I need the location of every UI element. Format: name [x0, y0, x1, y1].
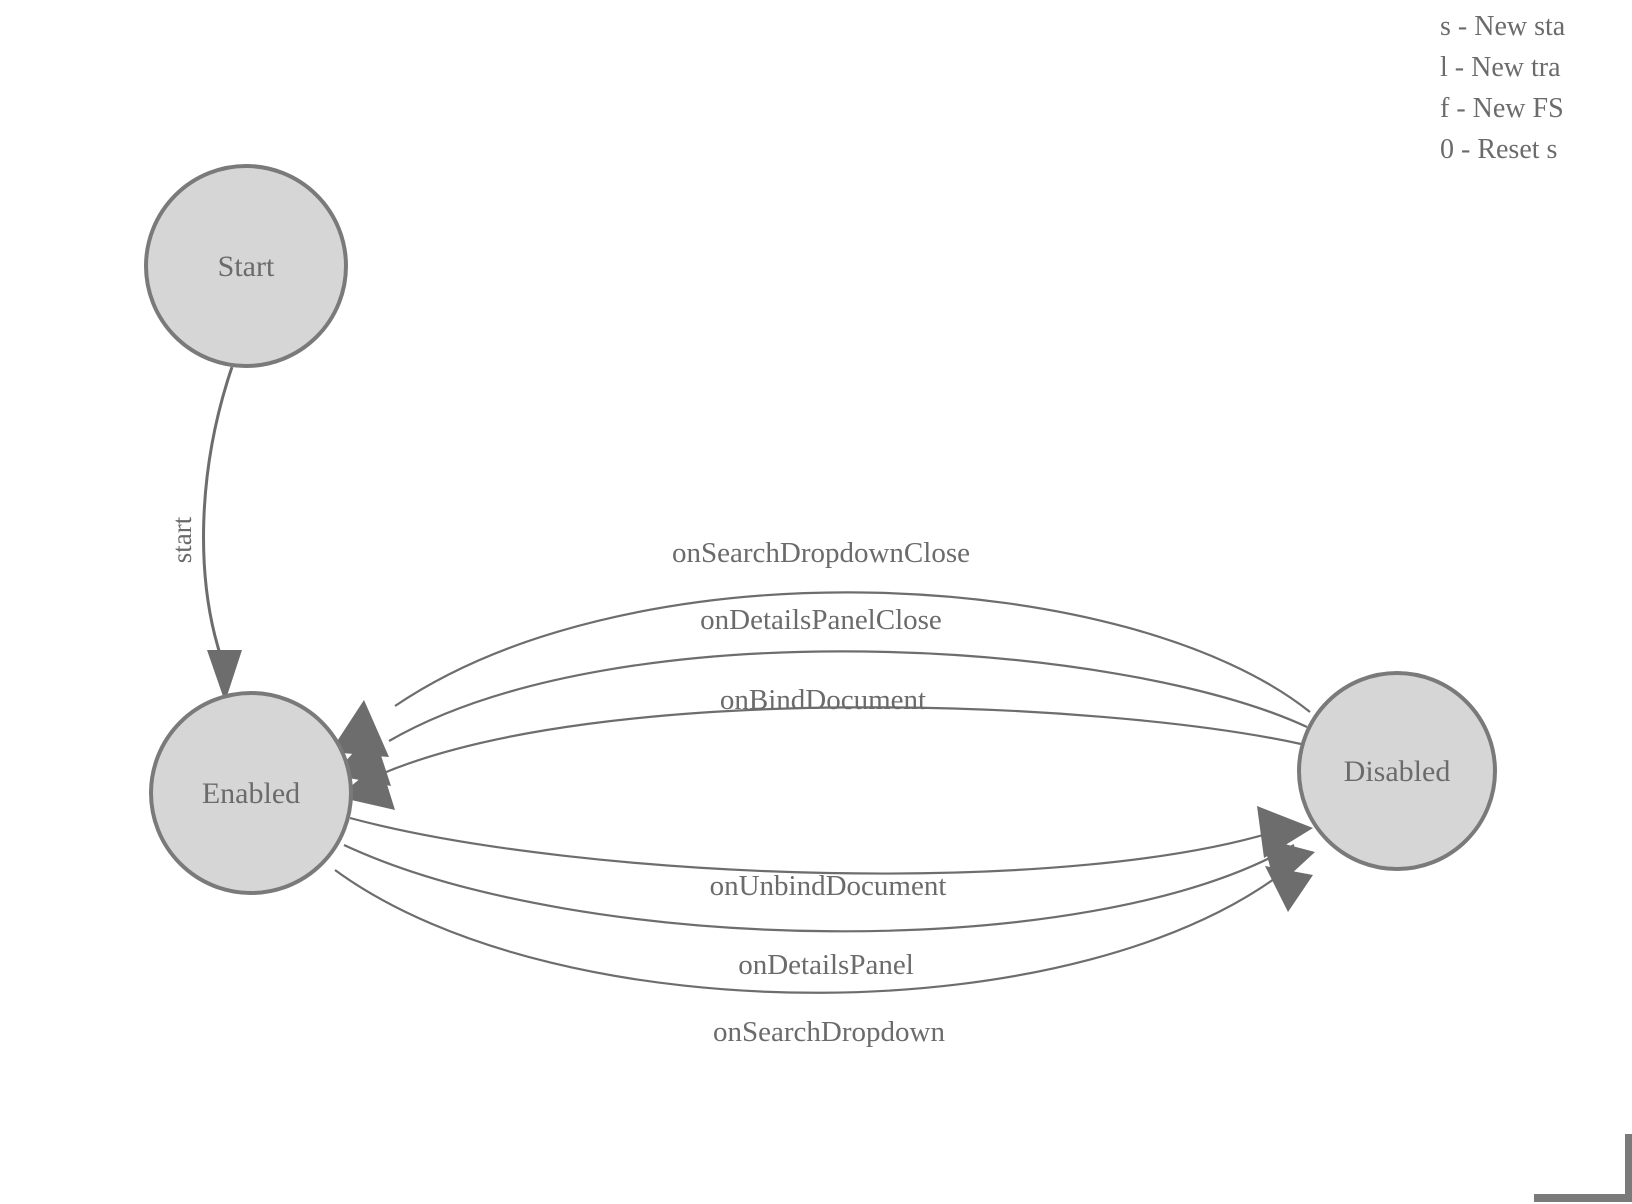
edge-label-onDetailsPanelClose: onDetailsPanelClose — [700, 604, 942, 636]
node-enabled-circle[interactable] — [149, 691, 353, 895]
edge-label-onSearchDropdown: onSearchDropdown — [713, 1016, 945, 1048]
node-start[interactable]: Start — [144, 164, 348, 368]
node-enabled-label: Enabled — [202, 777, 300, 810]
node-enabled[interactable]: Enabled — [149, 691, 353, 895]
node-disabled-circle[interactable] — [1297, 671, 1497, 871]
edge-path-onUnbindDocument[interactable] — [349, 816, 1293, 875]
edge-label-start: start — [167, 516, 197, 563]
node-start-circle[interactable] — [144, 164, 348, 368]
node-start-label: Start — [218, 250, 275, 283]
edge-group-disabled-to-enabled — [378, 591, 1311, 777]
edge-path-start[interactable] — [202, 366, 234, 661]
edge-path-onBindDocument[interactable] — [378, 706, 1302, 777]
arrow-head-onSearchDropdown — [1265, 866, 1313, 912]
help-line-new-fsm: f - New FS — [1440, 93, 1564, 124]
help-line-new-state: s - New sta — [1440, 11, 1566, 42]
edge-path-onDetailsPanelClose[interactable] — [388, 650, 1308, 742]
edge-label-onBindDocument: onBindDocument — [720, 684, 926, 716]
node-disabled[interactable]: Disabled — [1297, 671, 1497, 871]
help-line-new-transition: l - New tra — [1440, 52, 1561, 83]
arrowheads-into-disabled — [1257, 806, 1315, 912]
edge-label-onSearchDropdownClose: onSearchDropdownClose — [672, 537, 970, 569]
edge-label-onUnbindDocument: onUnbindDocument — [710, 870, 947, 902]
edge-group-start-to-enabled — [202, 366, 242, 702]
edge-labels: start onSearchDropdownClose onDetailsPan… — [167, 516, 970, 1048]
keyboard-shortcut-help-overlay: s - New sta l - New tra f - New FS 0 - R… — [1432, 0, 1632, 170]
vertical-scrollbar[interactable] — [1625, 1134, 1632, 1202]
horizontal-scrollbar[interactable] — [1534, 1194, 1626, 1202]
edge-path-onSearchDropdownClose[interactable] — [394, 591, 1311, 713]
edge-group-enabled-to-disabled — [334, 816, 1297, 994]
edge-path-onSearchDropdown[interactable] — [334, 861, 1297, 994]
help-line-reset: 0 - Reset s — [1440, 134, 1558, 165]
arrow-head-start — [207, 650, 242, 702]
node-disabled-label: Disabled — [1344, 755, 1451, 788]
edge-path-onDetailsPanel[interactable] — [343, 844, 1295, 933]
edge-label-onDetailsPanel: onDetailsPanel — [738, 949, 914, 981]
